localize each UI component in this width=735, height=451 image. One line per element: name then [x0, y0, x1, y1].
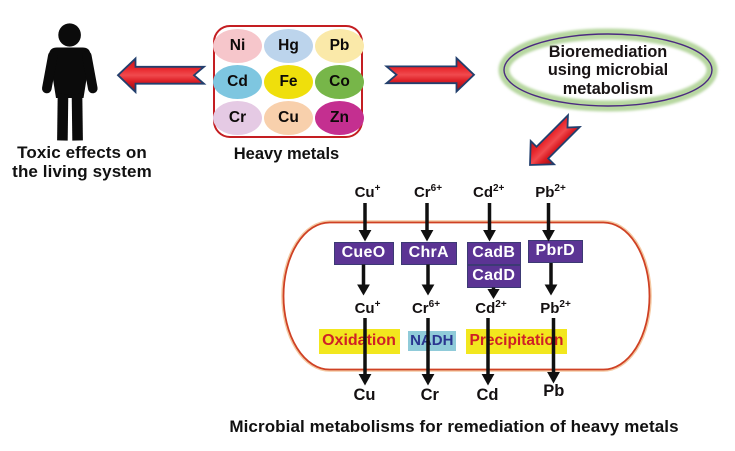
arrow-cueo-to-ion: [357, 264, 370, 296]
bio-line2: using microbial: [547, 61, 669, 80]
arrow-cadd-to-ion: [487, 287, 500, 299]
arrow-to-bioremediation: [384, 55, 476, 94]
metal-label: Zn: [330, 109, 349, 126]
process-box-precipitation: Precipitation: [466, 329, 567, 354]
metal-label: Co: [329, 73, 350, 90]
arrow-cr-into-cell: [420, 203, 434, 242]
ion-sup: 2+: [554, 183, 566, 194]
figure-caption: Microbial metabolisms for remediation of…: [229, 416, 679, 436]
metal-ellipse-cd: Cd: [213, 65, 262, 99]
process-box-oxidation: Oxidation: [318, 329, 400, 354]
metal-label: Ni: [229, 37, 246, 54]
ion-base: Cd: [475, 299, 496, 317]
ion-in-pb: Pb2+: [535, 183, 566, 201]
metal-label: Cd: [227, 73, 248, 90]
output-metal-pb: Pb: [543, 381, 565, 400]
ion-sup: 6+: [430, 183, 443, 194]
arrow-pb-into-cell: [542, 203, 555, 242]
transporter-label: CadB: [472, 244, 516, 261]
arrow-cr-out: [421, 318, 435, 386]
process-label: Precipitation: [469, 332, 564, 350]
output-metal-cu: Cu: [353, 385, 376, 404]
ion-sup: 2+: [559, 299, 571, 310]
metal-ellipse-ni: Ni: [213, 29, 262, 63]
process-label: Oxidation: [322, 332, 396, 350]
metal-label: Hg: [278, 37, 299, 54]
output-metal-cd: Cd: [476, 385, 499, 404]
metal-ellipse-co: Co: [315, 65, 364, 99]
bio-line3: metabolism: [562, 80, 654, 99]
bioremediation-text: Bioremediation using microbial metabolis…: [548, 43, 668, 99]
ion-base: Pb: [540, 299, 560, 317]
arrow-pbrd-to-ion: [544, 263, 558, 296]
ion-base: Cr: [413, 183, 431, 201]
toxic-caption-line2: the living system: [12, 161, 152, 181]
metal-ellipse-cu: Cu: [264, 101, 313, 135]
metal-label: Cu: [278, 109, 299, 126]
ion-sup: 2+: [495, 299, 507, 310]
arrow-cu-into-cell: [358, 203, 372, 242]
transporter-label: CadD: [472, 267, 516, 284]
transporter-label: CueO: [341, 244, 386, 261]
ion-base: Cr: [411, 299, 429, 317]
ion-mid-pb: Pb2+: [540, 299, 571, 317]
toxic-effects-caption: Toxic effects on the living system: [12, 143, 152, 181]
metal-label: Pb: [329, 37, 350, 54]
ion-mid-cu: Cu+: [354, 299, 381, 317]
ion-in-cr: Cr6+: [413, 183, 443, 201]
transporter-box-chra: ChrA: [401, 241, 457, 265]
process-label: NADH: [410, 332, 454, 350]
ion-sup: 6+: [428, 299, 441, 310]
toxic-caption-line1: Toxic effects on: [17, 143, 147, 162]
transporter-box-cueo: CueO: [333, 241, 394, 265]
ion-sup: +: [374, 299, 381, 310]
metal-ellipse-hg: Hg: [264, 29, 313, 63]
arrow-chra-to-ion: [421, 264, 435, 296]
transporter-box-pbrd: PbrD: [527, 239, 583, 263]
ion-mid-cd: Cd2+: [475, 299, 507, 317]
ion-base: Pb: [535, 183, 555, 201]
metal-ellipse-zn: Zn: [315, 101, 364, 135]
ion-base: Cu: [354, 183, 375, 201]
transporter-label: PbrD: [535, 242, 575, 259]
human-figure-icon: [41, 23, 98, 141]
metal-label: Cr: [228, 109, 247, 126]
metal-ellipse-cr: Cr: [213, 101, 262, 135]
metal-label: Fe: [279, 73, 298, 90]
ion-in-cd: Cd2+: [472, 183, 505, 201]
flow-arrows: [357, 203, 560, 386]
ion-mid-cr: Cr6+: [411, 299, 441, 317]
metal-ellipse-pb: Pb: [315, 29, 364, 63]
metal-ellipse-fe: Fe: [264, 65, 313, 99]
ion-base: Cd: [472, 183, 493, 201]
arrow-to-human: [116, 56, 207, 95]
arrow-to-cell: [529, 113, 582, 166]
transporter-box-cadd: CadD: [466, 264, 521, 288]
arrow-cd-into-cell: [483, 203, 496, 242]
process-box-nadh: NADH: [408, 330, 456, 351]
heavy-metals-box: Ni Hg Pb Cd Fe Co Cr Cu Zn: [213, 25, 364, 138]
bio-line1: Bioremediation: [548, 42, 668, 61]
heavy-metals-label: Heavy metals: [233, 144, 340, 163]
ion-in-cu: Cu+: [354, 183, 381, 201]
ion-sup: 2+: [492, 183, 505, 194]
ion-sup: +: [374, 183, 381, 194]
output-metal-cr: Cr: [420, 385, 439, 404]
transporter-box-cadb: CadB: [466, 241, 521, 265]
ion-base: Cu: [354, 299, 375, 317]
transporter-label: ChrA: [408, 244, 449, 261]
